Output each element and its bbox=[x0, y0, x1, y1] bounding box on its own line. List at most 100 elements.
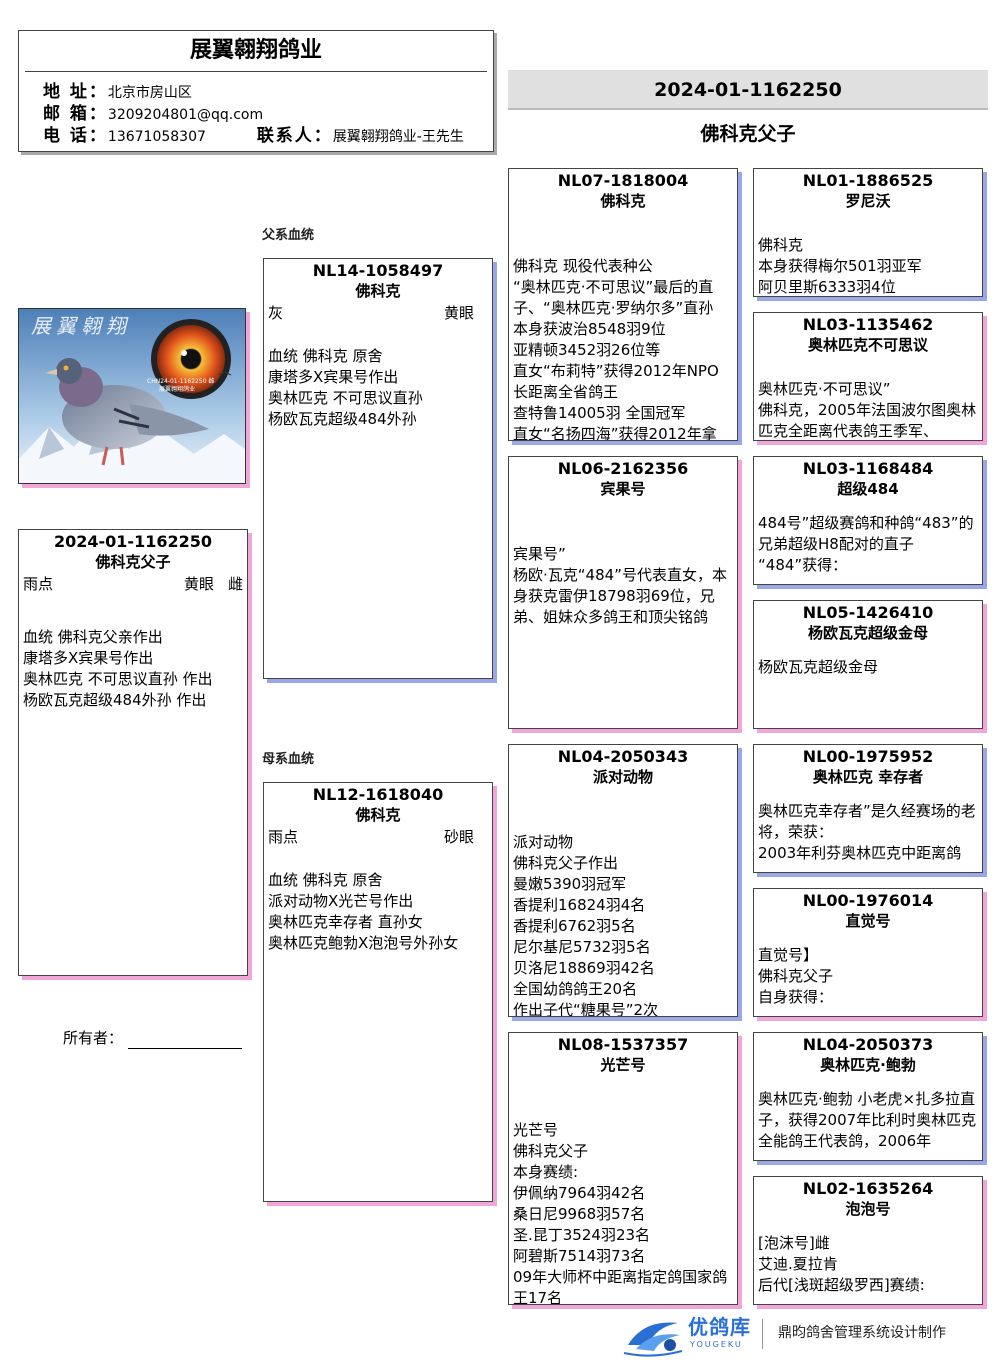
ggp-name: 泡泡号 bbox=[754, 1199, 982, 1220]
title-name: 佛科克父子 bbox=[508, 121, 988, 147]
loft-name: 展翼翱翔鸽业 bbox=[19, 31, 493, 71]
email-label: 邮 箱： bbox=[43, 104, 108, 124]
footer-credit: 鼎昀鸽舍管理系统设计制作 bbox=[778, 1323, 946, 1343]
ggp-ring: NL05-1426410 bbox=[754, 601, 982, 623]
sire-card: NL14-1058497 佛科克 灰 黄眼 血统 佛科克 原舍 康塔多X宾果号作… bbox=[263, 258, 493, 679]
subject-eye: 黄眼 bbox=[184, 575, 214, 593]
sire-eye: 黄眼 bbox=[444, 302, 474, 324]
subject-notes: 血统 佛科克父亲作出 康塔多X宾果号作出 奥林匹克 不可思议直孙 作出 杨欧瓦克… bbox=[19, 627, 247, 711]
grandparent-card: NL06-2162356 宾果号 宾果号” 杨欧·瓦克“484”号代表直女，本身… bbox=[508, 456, 738, 729]
sire-name: 佛科克 bbox=[264, 281, 492, 302]
contact-label: 联系人： bbox=[257, 126, 333, 146]
sire-notes: 血统 佛科克 原舍 康塔多X宾果号作出 奥林匹克 不可思议直孙 杨欧瓦克超级48… bbox=[264, 346, 492, 430]
footer: 优鸽库 YOUGEKU 鼎昀鸽舍管理系统设计制作 bbox=[622, 1313, 1002, 1359]
subject-name: 佛科克父子 bbox=[19, 552, 247, 573]
pigeon-photo-illustration: 展 翼 翱 翔 CHN24-01-1162250 雌 展翼翱翔鸽业 bbox=[19, 309, 245, 483]
great-grandparent-card: NL03-1168484 超级484 484号”超级赛鸽和种鸽“483”的兄弟超… bbox=[753, 456, 983, 585]
sire-traits: 灰 黄眼 bbox=[264, 302, 492, 324]
dam-eye: 砂眼 bbox=[444, 826, 474, 848]
gp-ring: NL07-1818004 bbox=[509, 169, 737, 191]
dam-color: 雨点 bbox=[268, 826, 298, 848]
ggp-name: 奥林匹克·鲍勃 bbox=[754, 1055, 982, 1076]
svg-text:展 翼 翱 翔: 展 翼 翱 翔 bbox=[31, 316, 129, 338]
dam-name: 佛科克 bbox=[264, 805, 492, 826]
photo-sub: 展翼翱翔鸽业 bbox=[159, 385, 195, 393]
title-ring: 2024-01-1162250 bbox=[654, 79, 842, 101]
contact-value: 展翼翱翔鸽业-王先生 bbox=[333, 129, 464, 145]
grandparent-card: NL08-1537357 光芒号 光芒号 佛科克父子 本身赛绩: 伊佩纳7964… bbox=[508, 1032, 738, 1305]
dam-ring: NL12-1618040 bbox=[264, 783, 492, 805]
address-label: 地 址： bbox=[43, 82, 108, 102]
subject-card: 2024-01-1162250 佛科克父子 雨点 黄眼雌 血统 佛科克父亲作出 … bbox=[18, 529, 248, 976]
gp-name: 宾果号 bbox=[509, 479, 737, 500]
dam-traits: 雨点 砂眼 bbox=[264, 826, 492, 848]
ggp-ring: NL00-1975952 bbox=[754, 745, 982, 767]
ggp-name: 奥林匹克不可思议 bbox=[754, 335, 982, 356]
dam-card: NL12-1618040 佛科克 雨点 砂眼 血统 佛科克 原舍 派对动物X光芒… bbox=[263, 782, 493, 1202]
great-grandparent-card: NL02-1635264 泡泡号 [泡沫号]雌 艾迪.夏拉肯 后代[浅斑超级罗西… bbox=[753, 1176, 983, 1305]
ggp-ring: NL00-1976014 bbox=[754, 889, 982, 911]
gp-notes: 派对动物 佛科克父子作出 曼嫩5390羽冠军 香提利16824羽4名 香提利67… bbox=[509, 832, 737, 1017]
ggp-notes: [泡沫号]雌 艾迪.夏拉肯 后代[浅斑超级罗西]赛绩: bbox=[754, 1233, 982, 1296]
ggp-ring: NL03-1135462 bbox=[754, 313, 982, 335]
ggp-notes: 杨欧瓦克超级金母 bbox=[754, 657, 982, 678]
ggp-name: 杨欧瓦克超级金母 bbox=[754, 623, 982, 644]
sire-color: 灰 bbox=[268, 302, 283, 324]
gp-notes: 宾果号” 杨欧·瓦克“484”号代表直女，本身获克雷伊18798羽69位，兄弟、… bbox=[509, 544, 737, 628]
ggp-notes: 直觉号】 佛科克父子 自身获得： bbox=[754, 945, 982, 1008]
footer-divider bbox=[762, 1319, 763, 1349]
gp-notes: 光芒号 佛科克父子 本身赛绩: 伊佩纳7964羽42名 桑日尼9968羽57名 … bbox=[509, 1120, 737, 1305]
great-grandparent-card: NL00-1975952 奥林匹克 幸存者 奥林匹克幸存者”是久经赛场的老将，荣… bbox=[753, 744, 983, 873]
brand-name-en: YOUGEKU bbox=[690, 1340, 743, 1350]
ggp-notes: 佛科克 本身获得梅尔501羽亚军 阿贝里斯6333羽4位 bbox=[754, 235, 982, 297]
gp-name: 佛科克 bbox=[509, 191, 737, 212]
owner-label: 所有者： bbox=[63, 1029, 123, 1047]
address-line: 地 址：北京市房山区 bbox=[43, 82, 493, 104]
gp-name: 光芒号 bbox=[509, 1055, 737, 1076]
gp-ring: NL06-2162356 bbox=[509, 457, 737, 479]
great-grandparent-card: NL05-1426410 杨欧瓦克超级金母 杨欧瓦克超级金母 bbox=[753, 600, 983, 729]
ggp-name: 超级484 bbox=[754, 479, 982, 500]
sire-ring: NL14-1058497 bbox=[264, 259, 492, 281]
photo-caption: CHN24-01-1162250 雌 bbox=[147, 377, 214, 385]
ggp-name: 罗尼沃 bbox=[754, 191, 982, 212]
loft-header: 展翼翱翔鸽业 地 址：北京市房山区 邮 箱：3209204801@qq.com … bbox=[18, 30, 494, 152]
ggp-notes: 484号”超级赛鸽和种鸽“483”的兄弟超级H8配对的直子 “484”获得： bbox=[754, 513, 982, 576]
ggp-name: 直觉号 bbox=[754, 911, 982, 932]
owner-line: 所有者： bbox=[63, 1027, 242, 1049]
gp-name: 派对动物 bbox=[509, 767, 737, 788]
gp-notes: 佛科克 现役代表种公 “奥林匹克·不可思议”最后的直子、“奥林匹克·罗纳尔多”直… bbox=[509, 256, 737, 441]
title-ring-bar: 2024-01-1162250 bbox=[508, 70, 988, 110]
grandparent-card: NL04-2050343 派对动物 派对动物 佛科克父子作出 曼嫩5390羽冠军… bbox=[508, 744, 738, 1017]
address-value: 北京市房山区 bbox=[108, 85, 192, 101]
phone-line: 电 话：13671058307 联系人：展翼翱翔鸽业-王先生 bbox=[43, 126, 493, 148]
ggp-ring: NL03-1168484 bbox=[754, 457, 982, 479]
subject-ring: 2024-01-1162250 bbox=[19, 530, 247, 552]
brand-name: 优鸽库 bbox=[688, 1315, 751, 1339]
pigeon-photo: 展 翼 翱 翔 CHN24-01-1162250 雌 展翼翱翔鸽业 bbox=[18, 308, 246, 484]
ggp-ring: NL04-2050373 bbox=[754, 1033, 982, 1055]
great-grandparent-card: NL04-2050373 奥林匹克·鲍勃 奥林匹克·鲍勃 小老虎×扎多拉直子，获… bbox=[753, 1032, 983, 1161]
subject-sex: 雌 bbox=[228, 575, 243, 593]
ggp-ring: NL02-1635264 bbox=[754, 1177, 982, 1199]
ggp-ring: NL01-1886525 bbox=[754, 169, 982, 191]
phone-value: 13671058307 bbox=[108, 129, 206, 145]
great-grandparent-card: NL00-1976014 直觉号 直觉号】 佛科克父子 自身获得： bbox=[753, 888, 983, 1017]
great-grandparent-card: NL03-1135462 奥林匹克不可思议 奥林匹克·不可思议” 佛科克，200… bbox=[753, 312, 983, 441]
gp-ring: NL08-1537357 bbox=[509, 1033, 737, 1055]
email-line: 邮 箱：3209204801@qq.com bbox=[43, 104, 493, 126]
ggp-notes: 奥林匹克幸存者”是久经赛场的老将，荣获： 2003年利芬奥林匹克中距离鸽 bbox=[754, 801, 982, 864]
subject-color: 雨点 bbox=[23, 573, 53, 595]
sire-line-label: 父系血统 bbox=[262, 224, 314, 243]
ggp-notes: 奥林匹克·鲍勃 小老虎×扎多拉直子，获得2007年比利时奥林匹克全能鸽王代表鸽，… bbox=[754, 1089, 982, 1152]
gp-ring: NL04-2050343 bbox=[509, 745, 737, 767]
subject-traits: 雨点 黄眼雌 bbox=[19, 573, 247, 595]
ggp-name: 奥林匹克 幸存者 bbox=[754, 767, 982, 788]
dam-notes: 血统 佛科克 原舍 派对动物X光芒号作出 奥林匹克幸存者 直孙女 奥林匹克鲍勃X… bbox=[264, 870, 492, 954]
owner-blank[interactable] bbox=[128, 1030, 242, 1049]
great-grandparent-card: NL01-1886525 罗尼沃 佛科克 本身获得梅尔501羽亚军 阿贝里斯63… bbox=[753, 168, 983, 297]
brand-logo-icon bbox=[622, 1315, 686, 1357]
dam-line-label: 母系血统 bbox=[262, 748, 314, 767]
phone-label: 电 话： bbox=[43, 126, 108, 146]
ggp-notes: 奥林匹克·不可思议” 佛科克，2005年法国波尔图奥林匹克全距离代表鸽王季军、 bbox=[754, 379, 982, 441]
